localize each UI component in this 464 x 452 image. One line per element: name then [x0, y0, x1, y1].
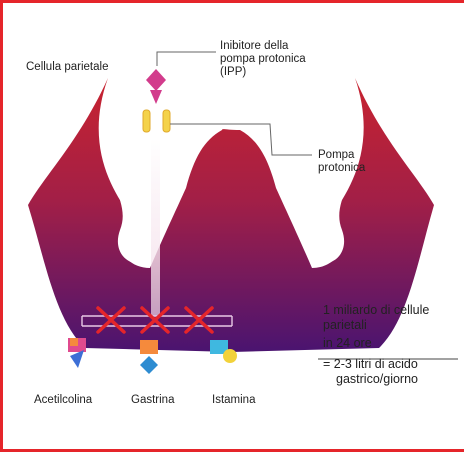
gastrin-receptor — [140, 340, 158, 374]
pump-label: Pompa protonica — [318, 149, 365, 175]
note-line2: parietali — [323, 318, 429, 333]
note-line5: gastrico/giorno — [323, 372, 429, 387]
gastrin-label: Gastrina — [131, 394, 174, 407]
pump-label-line1: Pompa — [318, 149, 365, 162]
ipp-label-line3: (IPP) — [220, 66, 306, 79]
ipp-label: Inibitore della pompa protonica (IPP) — [220, 40, 306, 79]
histamine-label: Istamina — [212, 394, 255, 407]
ipp-label-line2: pompa protonica — [220, 53, 306, 66]
ipp-leader-line — [157, 52, 216, 66]
secretion-note: 1 miliardo di cellule parietali in 24 or… — [323, 303, 429, 387]
ppi-inhibitor — [146, 69, 166, 104]
acid-secretion-shaft — [151, 138, 160, 316]
cell-label: Cellula parietale — [26, 61, 108, 74]
note-line4: = 2-3 litri di acido — [323, 357, 429, 372]
pump-label-line2: protonica — [318, 162, 365, 175]
note-line1: 1 miliardo di cellule — [323, 303, 429, 318]
acetylcholine-label: Acetilcolina — [34, 394, 92, 407]
note-line3: in 24 ore — [323, 336, 429, 351]
acetylcholine-receptor — [68, 338, 86, 368]
ipp-label-line1: Inibitore della — [220, 40, 306, 53]
